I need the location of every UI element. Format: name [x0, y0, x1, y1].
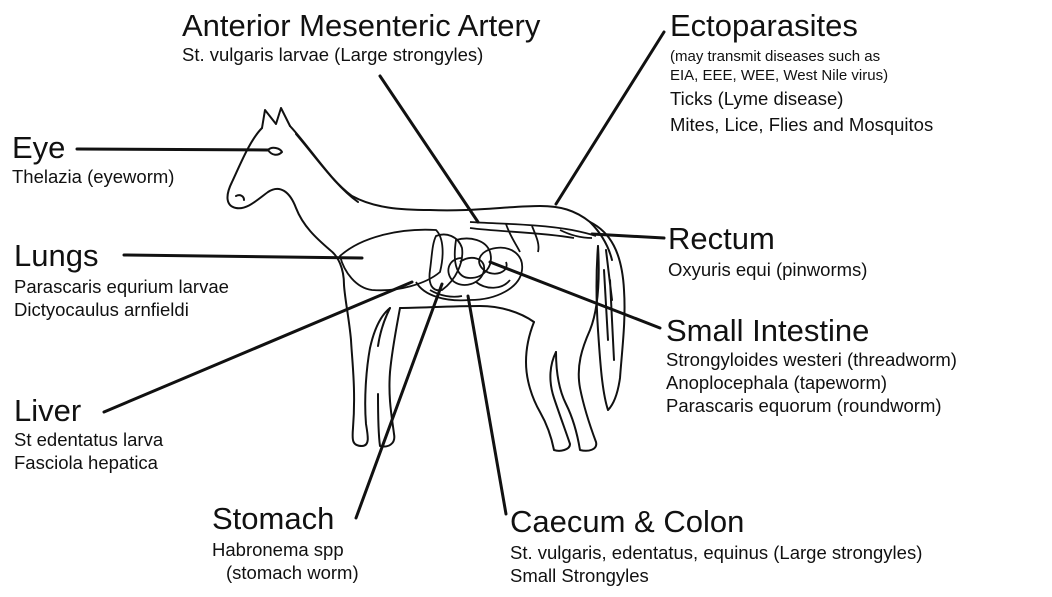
label-stomach: Stomach Habronema spp (stomach worm) [212, 502, 359, 584]
small-intestine-line-3: Parascaris equorum (roundworm) [666, 394, 957, 417]
stomach-title: Stomach [212, 502, 359, 536]
lungs-title: Lungs [14, 239, 229, 273]
artery-leader [380, 76, 478, 222]
caecum-leader [468, 296, 506, 514]
horse-outline [227, 108, 624, 451]
eye-line-1: Thelazia (eyeworm) [12, 165, 174, 188]
ectoparasites-leader [556, 32, 664, 204]
label-lungs: Lungs Parascaris equrium larvae Dictyoca… [14, 239, 229, 321]
artery-line-1: St. vulgaris larvae (Large strongyles) [182, 43, 540, 66]
artery-title: Anterior Mesenteric Artery [182, 9, 540, 43]
ectoparasites-title: Ectoparasites [670, 9, 933, 43]
label-rectum: Rectum Oxyuris equi (pinworms) [668, 222, 867, 281]
label-eye: Eye Thelazia (eyeworm) [12, 131, 174, 188]
liver-line-1: St edentatus larva [14, 428, 163, 451]
label-liver: Liver St edentatus larva Fasciola hepati… [14, 394, 163, 474]
caecum-colon-line-1: St. vulgaris, edentatus, equinus (Large … [510, 541, 922, 564]
ectoparasites-line-1: Ticks (Lyme disease) [670, 87, 933, 110]
label-small-intestine: Small Intestine Strongyloides westeri (t… [666, 314, 957, 417]
liver-shape [430, 235, 463, 291]
lungs-line-2: Dictyocaulus arnfieldi [14, 298, 229, 321]
ectoparasites-line-2: Mites, Lice, Flies and Mosquitos [670, 113, 933, 136]
label-ectoparasites: Ectoparasites (may transmit diseases suc… [670, 9, 933, 136]
caecum-colon-line-2: Small Strongyles [510, 564, 922, 587]
stomach-line-1: Habronema spp [212, 538, 359, 561]
small-intestine-title: Small Intestine [666, 314, 957, 348]
rectum-line-1: Oxyuris equi (pinworms) [668, 258, 867, 281]
liver-title: Liver [14, 394, 163, 428]
label-caecum-colon: Caecum & Colon St. vulgaris, edentatus, … [510, 505, 922, 587]
liver-line-2: Fasciola hepatica [14, 451, 163, 474]
stomach-leader [356, 284, 442, 518]
label-anterior-mesenteric-artery: Anterior Mesenteric Artery St. vulgaris … [182, 9, 540, 66]
ectoparasites-note-2: EIA, EEE, WEE, West Nile virus) [670, 66, 933, 85]
rectum-title: Rectum [668, 222, 867, 256]
stomach-line-2: (stomach worm) [212, 561, 359, 584]
ectoparasites-note-1: (may transmit diseases such as [670, 47, 933, 66]
small-intestine-leader [490, 262, 660, 328]
caecum-colon-title: Caecum & Colon [510, 505, 922, 539]
eye-title: Eye [12, 131, 174, 165]
lungs-shape [340, 230, 443, 291]
lungs-line-1: Parascaris equrium larvae [14, 275, 229, 298]
small-intestine-line-1: Strongyloides westeri (threadworm) [666, 348, 957, 371]
small-intestine-line-2: Anoplocephala (tapeworm) [666, 371, 957, 394]
